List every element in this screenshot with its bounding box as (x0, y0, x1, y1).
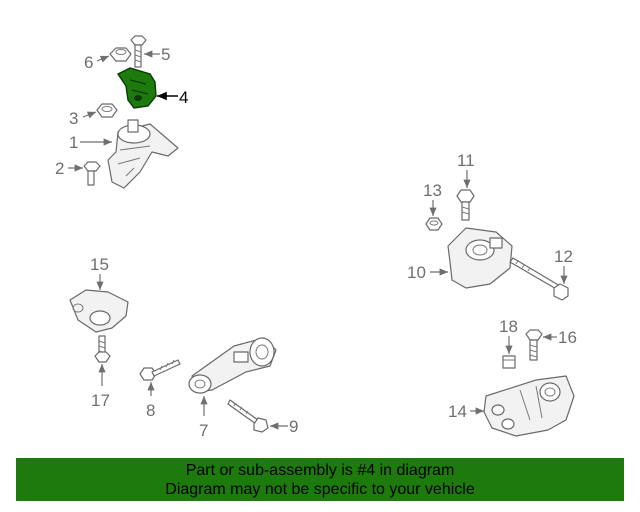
callout-14: 14 (448, 402, 467, 421)
part-14-mount[interactable] (483, 375, 575, 437)
info-banner: Part or sub-assembly is #4 in diagram Di… (16, 458, 624, 501)
callout-4-highlighted: 4 (179, 88, 188, 107)
callout-18: 18 (499, 317, 518, 336)
part-6-nut[interactable] (109, 47, 132, 62)
part-9-bolt[interactable] (227, 399, 269, 433)
banner-line-disclaimer: Diagram may not be specific to your vehi… (165, 481, 475, 498)
callout-15: 15 (90, 255, 109, 274)
callout-12: 12 (554, 247, 573, 266)
part-13-nut[interactable] (425, 217, 443, 231)
part-12-long-bolt[interactable] (509, 257, 569, 301)
part-5-bolt[interactable] (130, 35, 147, 68)
part-3-nut[interactable] (96, 103, 118, 118)
callout-7: 7 (199, 421, 208, 440)
callout-13: 13 (423, 181, 442, 200)
callout-16: 16 (558, 328, 577, 347)
part-10-engine-mount[interactable] (447, 227, 513, 289)
part-18-nut[interactable] (502, 355, 516, 369)
callout-9: 9 (289, 417, 298, 436)
callout-10: 10 (407, 263, 426, 282)
part-2-bolt[interactable] (83, 161, 101, 186)
leader-3 (82, 111, 97, 119)
part-7-torque-rod[interactable] (188, 337, 277, 394)
callout-11: 11 (457, 151, 475, 170)
callout-8: 8 (146, 401, 155, 420)
part-8-bolt[interactable] (139, 359, 181, 381)
callout-5: 5 (161, 45, 170, 64)
callout-17: 17 (91, 391, 110, 410)
callout-2: 2 (55, 159, 64, 178)
part-11-bolt[interactable] (456, 189, 475, 221)
part-16-bolt[interactable] (525, 329, 543, 361)
callout-3: 3 (69, 109, 78, 128)
part-1-engine-mount[interactable] (107, 119, 179, 189)
parts-diagram: 6 5 4 3 1 2 11 13 10 12 15 17 8 7 9 18 1… (55, 35, 577, 440)
leader-6 (96, 55, 110, 63)
part-4-bracket-highlighted[interactable] (116, 67, 157, 109)
banner-line-part: Part or sub-assembly is #4 in diagram (185, 462, 455, 479)
callout-6: 6 (84, 53, 93, 72)
part-17-bolt[interactable] (94, 335, 111, 363)
callout-1: 1 (69, 133, 78, 152)
part-15-mount[interactable] (69, 289, 129, 333)
